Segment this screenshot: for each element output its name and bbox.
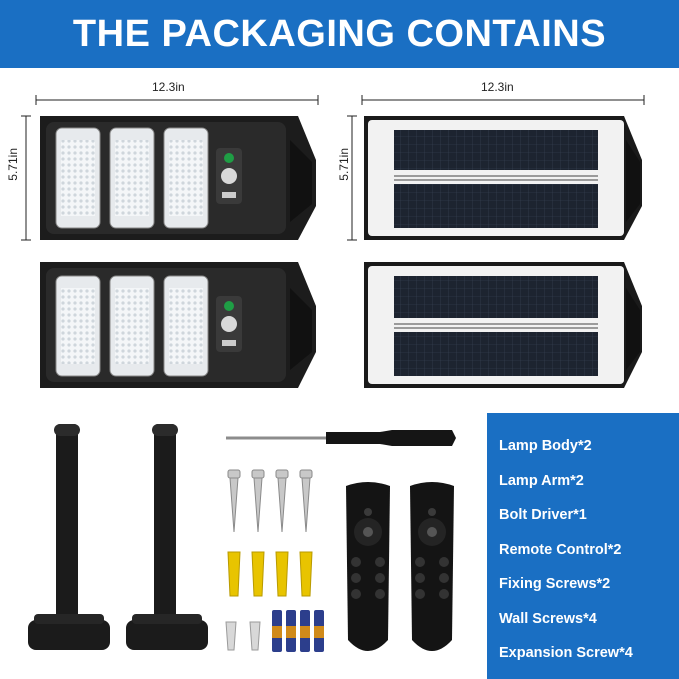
dimension-lines: [21, 95, 645, 241]
remote-control: [346, 482, 390, 651]
list-item: Bolt Driver*1: [499, 507, 587, 523]
lamp-body: [40, 262, 316, 388]
lamp-arm: [28, 424, 110, 650]
batteries: [272, 610, 324, 652]
lamp-width-label: 12.3in: [152, 80, 185, 94]
page-title: THE PACKAGING CONTAINS: [72, 12, 607, 55]
list-item: Lamp Body*2: [499, 438, 592, 454]
title-banner: THE PACKAGING CONTAINS: [0, 0, 679, 68]
lamp-body: [40, 116, 316, 240]
list-item: Remote Control*2: [499, 541, 622, 558]
wall-screws: [227, 469, 313, 533]
list-item: Expansion Screw*4: [499, 645, 633, 661]
list-item: Fixing Screws*2: [499, 576, 611, 592]
bolt-driver: [226, 430, 456, 446]
contents-list: Lamp Body*2 Lamp Arm*2 Bolt Driver*1 Rem…: [487, 413, 679, 671]
solar-panel: [364, 262, 642, 388]
fixing-screws: [225, 621, 261, 651]
contents-list-panel: Lamp Body*2 Lamp Arm*2 Bolt Driver*1 Rem…: [487, 413, 679, 679]
list-item: Wall Screws*4: [499, 610, 597, 627]
list-item: Lamp Arm*2: [499, 472, 584, 489]
panel-width-label: 12.3in: [481, 80, 514, 94]
lamp-arm: [126, 424, 208, 650]
expansion-anchors: [227, 551, 313, 597]
solar-panel: [364, 116, 642, 240]
remote-control: [410, 482, 454, 651]
